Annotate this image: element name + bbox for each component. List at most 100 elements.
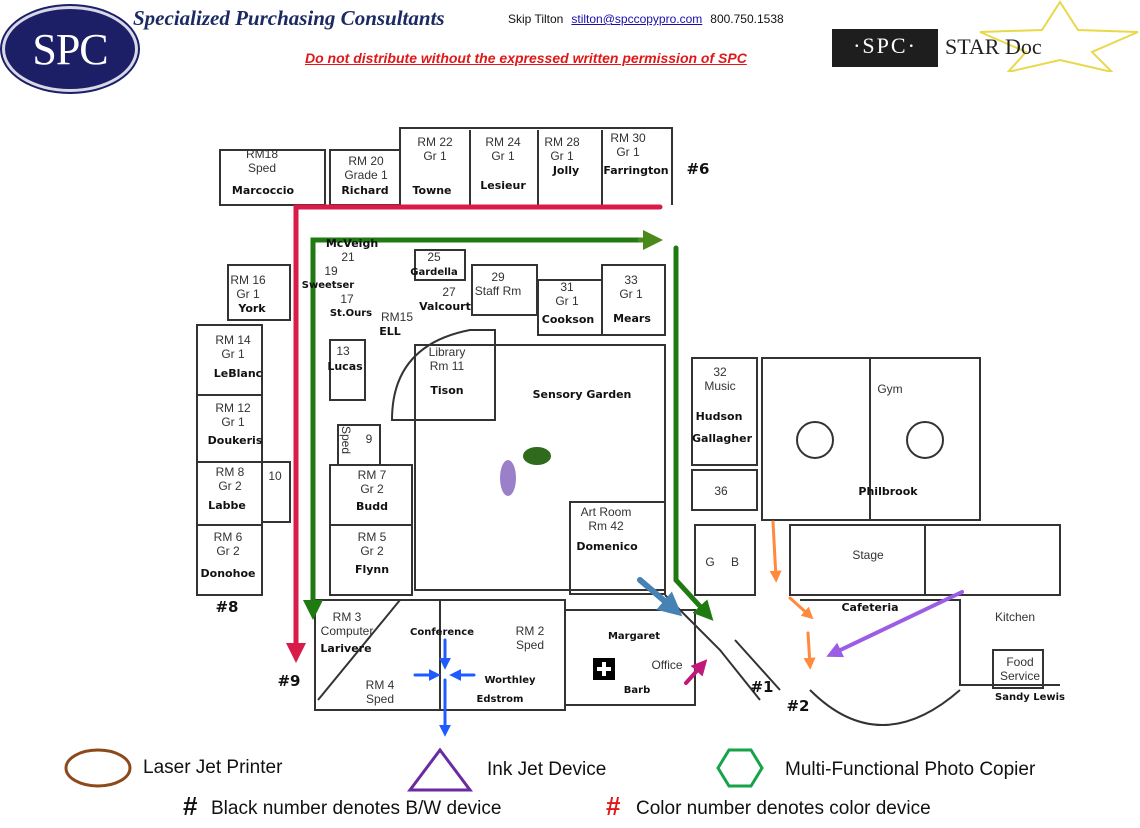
stardoc-logo-text: STAR Doc — [945, 34, 1042, 59]
red-route-arrow — [286, 204, 663, 663]
stardoc-logo: ·SPC· — [832, 29, 938, 67]
inkjet-legend-icon — [407, 747, 473, 792]
room-36: 36 — [714, 484, 728, 498]
star-icon — [979, 0, 1139, 72]
teacher-doukeris: Doukeris — [207, 434, 263, 447]
room-9: 9 — [365, 432, 373, 446]
ell-label: ELL — [379, 325, 401, 338]
green-office-arrow — [673, 245, 714, 621]
staff-sandy-lewis: Sandy Lewis — [995, 692, 1065, 703]
room-office: Office — [651, 658, 683, 672]
restroom-g: G — [705, 555, 715, 569]
teacher-hudson: Hudson — [695, 410, 743, 423]
teacher-worthley: Worthley — [484, 675, 536, 686]
teacher-st-ours: St.Ours — [329, 308, 373, 319]
room-cafeteria: Cafeteria — [841, 601, 899, 614]
teacher-richard: Richard — [341, 184, 389, 197]
device-6[interactable]: #6 — [686, 160, 710, 178]
teacher-jolly: Jolly — [552, 164, 580, 177]
company-name: Specialized Purchasing Consultants — [133, 6, 445, 30]
device-1[interactable]: #1 — [750, 678, 774, 696]
teacher-larivere: Larivere — [320, 642, 372, 655]
teacher-sweetser: Sweetser — [301, 280, 355, 291]
teacher-gallagher: Gallagher — [691, 432, 753, 445]
orange-arrow-1 — [769, 520, 782, 583]
copier-legend-icon — [716, 748, 764, 788]
teacher-york: York — [238, 302, 266, 315]
teacher-flynn: Flynn — [354, 563, 390, 576]
teacher-domenico: Domenico — [576, 540, 638, 553]
teacher-budd: Budd — [356, 500, 388, 513]
teacher-lucas: Lucas — [327, 360, 363, 373]
room-stage: Stage — [852, 548, 884, 562]
teacher-marcoccio: Marcoccio — [231, 184, 295, 197]
teacher-edstrom: Edstrom — [476, 694, 524, 705]
logo-text: SPC — [32, 24, 108, 74]
contact-email-link[interactable]: stilton@spccopypro.com — [571, 12, 703, 26]
teacher-gardella: Gardella — [410, 267, 458, 278]
room-25: 25 — [427, 250, 441, 264]
teacher-labbe: Labbe — [208, 499, 246, 512]
room-kitchen: Kitchen — [994, 610, 1036, 624]
staff-barb: Barb — [623, 685, 651, 696]
legend-color-note: Color number denotes color device — [636, 798, 931, 819]
room-conference: Conference — [409, 627, 475, 638]
legend-copier-label: Multi-Functional Photo Copier — [785, 759, 1036, 780]
teacher-mears: Mears — [613, 312, 651, 325]
orange-arrow-2 — [788, 596, 814, 620]
teacher-farrington: Farrington — [603, 164, 669, 177]
red-hash-icon: # — [606, 791, 621, 821]
legend-inkjet-label: Ink Jet Device — [487, 759, 607, 780]
teacher-towne: Towne — [412, 184, 452, 197]
steel-arrow — [637, 577, 683, 617]
spc-logo: SPC — [2, 6, 138, 92]
room-rm15: RM15 — [380, 310, 414, 324]
legend-laser-label: Laser Jet Printer — [143, 757, 283, 778]
teacher-donohoe: Donohoe — [200, 567, 256, 580]
restroom-b: B — [730, 555, 740, 569]
teacher-leblanc: LeBlanc — [213, 367, 263, 380]
device-8[interactable]: #8 — [215, 598, 239, 616]
staff-margaret: Margaret — [607, 631, 661, 642]
magenta-arrow — [684, 659, 708, 685]
room-13: 13 — [336, 344, 350, 358]
teacher-cookson: Cookson — [541, 313, 595, 326]
room-10: 10 — [268, 469, 282, 483]
room-21: 21 — [341, 250, 355, 264]
room-17: 17 — [340, 292, 354, 306]
distribution-warning: Do not distribute without the expressed … — [305, 50, 747, 66]
device-9[interactable]: #9 — [277, 672, 301, 690]
room-gym: Gym — [877, 382, 903, 396]
contact-info: Skip Tilton stilton@spccopypro.com 800.7… — [508, 12, 784, 26]
first-aid-cross — [597, 662, 611, 676]
room-27: 27 — [442, 285, 456, 299]
green-route-arrow — [303, 237, 648, 620]
contact-name: Skip Tilton — [508, 12, 564, 26]
garden-plant-icon — [500, 447, 551, 496]
device-2[interactable]: #2 — [786, 697, 810, 715]
routes — [286, 204, 964, 737]
teacher-valcourt: Valcourt — [419, 300, 471, 313]
